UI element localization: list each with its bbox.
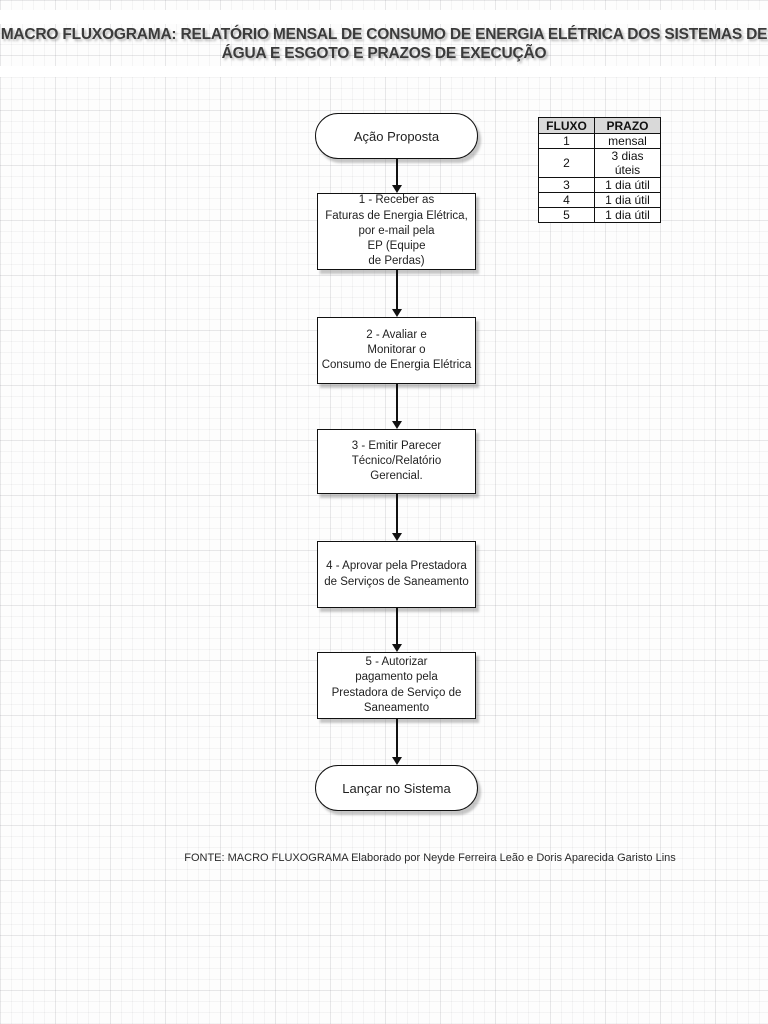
background-band (0, 66, 768, 77)
arrow-head-icon (391, 185, 402, 193)
page-title: MACRO FLUXOGRAMA: RELATÓRIO MENSAL DE CO… (0, 25, 768, 63)
arrow-shaft (396, 159, 398, 187)
table-cell-prazo: 3 dias úteis (594, 148, 661, 178)
table-row: 1 mensal (538, 133, 661, 149)
flow-end-node: Lançar no Sistema (315, 765, 478, 811)
arrow-down-connector (390, 159, 403, 193)
arrow-shaft (396, 494, 398, 535)
arrow-head-icon (391, 421, 402, 429)
arrow-head-icon (391, 309, 402, 317)
arrow-down-connector (390, 608, 403, 652)
arrow-head-icon (391, 757, 402, 765)
table-row: 2 3 dias úteis (538, 148, 661, 178)
deadline-table: FLUXO PRAZO 1 mensal 2 3 dias úteis 3 1 … (538, 117, 661, 223)
table-cell-fluxo: 5 (538, 207, 595, 223)
page-title-line1: MACRO FLUXOGRAMA: RELATÓRIO MENSAL DE CO… (0, 26, 768, 43)
flow-step-3-label: 3 - Emitir Parecer Técnico/Relatório Ger… (351, 439, 442, 483)
arrow-head-icon (391, 644, 402, 652)
table-cell-fluxo: 3 (538, 177, 595, 193)
arrow-shaft (396, 384, 398, 423)
flow-step-1: 1 - Receber as Faturas de Energia Elétri… (317, 193, 476, 270)
arrow-shaft (396, 608, 398, 646)
table-cell-prazo: 1 dia útil (594, 207, 661, 223)
arrow-shaft (396, 719, 398, 759)
flow-step-3: 3 - Emitir Parecer Técnico/Relatório Ger… (317, 429, 476, 494)
table-header-fluxo: FLUXO (538, 117, 595, 134)
table-cell-fluxo: 4 (538, 192, 595, 208)
flow-step-5-label: 5 - Autorizar pagamento pela Prestadora … (331, 655, 462, 714)
arrow-head-icon (391, 533, 402, 541)
flow-step-2: 2 - Avaliar e Monitorar o Consumo de Ene… (317, 317, 476, 384)
flow-step-4-label: 4 - Aprovar pela Prestadora de Serviços … (324, 560, 469, 588)
flow-step-4: 4 - Aprovar pela Prestadora de Serviços … (317, 541, 476, 608)
source-footer: FONTE: MACRO FLUXOGRAMA Elaborado por Ne… (184, 852, 676, 864)
arrow-down-connector (390, 270, 403, 317)
table-row: 4 1 dia útil (538, 192, 661, 208)
table-cell-prazo: 1 dia útil (594, 192, 661, 208)
flow-start-node: Ação Proposta (315, 113, 478, 159)
flow-step-1-label: 1 - Receber as Faturas de Energia Elétri… (325, 194, 468, 268)
table-cell-fluxo: 2 (538, 148, 595, 178)
table-header-prazo: PRAZO (594, 117, 661, 134)
arrow-shaft (396, 270, 398, 311)
table-header-row: FLUXO PRAZO (538, 117, 661, 134)
table-row: 5 1 dia útil (538, 207, 661, 223)
table-row: 3 1 dia útil (538, 177, 661, 193)
arrow-down-connector (390, 384, 403, 429)
flow-start-label: Ação Proposta (353, 128, 440, 144)
table-cell-prazo: mensal (594, 133, 661, 149)
page-title-line2: ÁGUA E ESGOTO E PRAZOS DE EXECUÇÃO (221, 45, 547, 62)
background-band (0, 10, 768, 24)
table-cell-fluxo: 1 (538, 133, 595, 149)
table-cell-prazo: 1 dia útil (594, 177, 661, 193)
flow-end-label: Lançar no Sistema (342, 780, 451, 796)
flow-step-2-label: 2 - Avaliar e Monitorar o Consumo de Ene… (321, 328, 472, 372)
flow-step-5: 5 - Autorizar pagamento pela Prestadora … (317, 652, 476, 719)
arrow-down-connector (390, 719, 403, 765)
arrow-down-connector (390, 494, 403, 541)
